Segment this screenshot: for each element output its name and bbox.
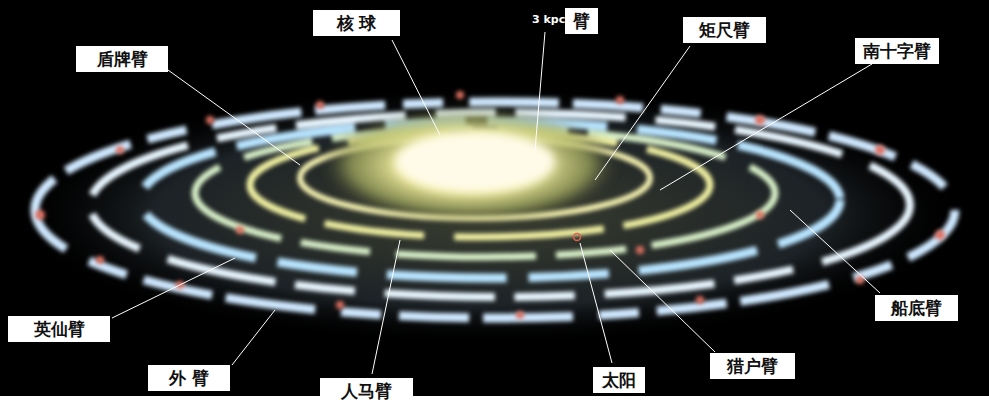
sun-marker [574,234,581,241]
distance-label: 3 kpc [530,13,567,27]
arm-label: 人马臂 [320,378,413,404]
arm-label: 矩尺臂 [683,17,766,43]
bulge-label: 核 球 [313,10,400,36]
leader-lines [112,32,880,374]
arm-label: 船底臂 [875,295,958,321]
galaxy-disk [10,85,970,345]
arm-label: 盾牌臂 [76,46,168,72]
arm-label: 猎户臂 [710,353,795,379]
arm-label: 臂 [565,8,598,34]
arm-label: 外 臂 [148,365,230,391]
sky [0,0,989,396]
arm-label: 英仙臂 [8,316,110,342]
arm-label: 南十字臂 [855,38,939,64]
sun-label: 太阳 [593,367,645,393]
